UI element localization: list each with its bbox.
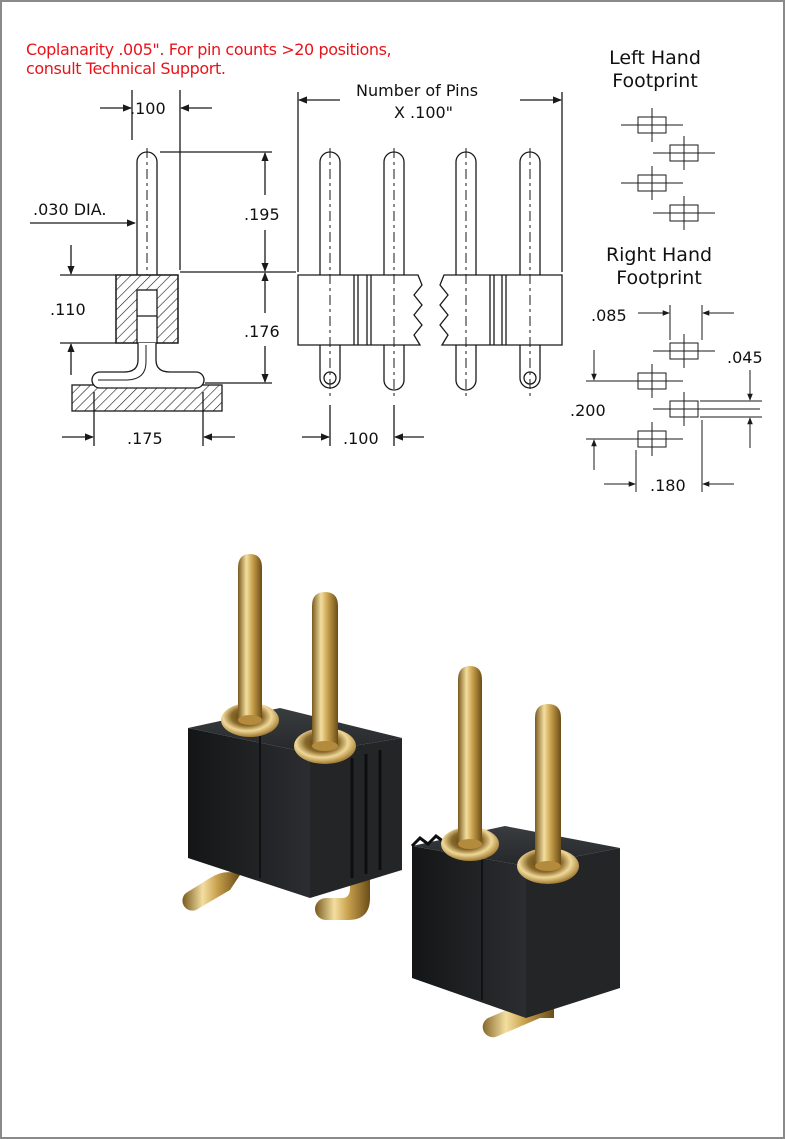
technical-drawing: .100 .030 DIA. .195 .176 .110 .175 Nu xyxy=(30,81,763,495)
coplanarity-note: Coplanarity .005". For pin counts >20 po… xyxy=(26,40,506,78)
dim-front-pitch: .100 xyxy=(343,429,379,448)
pad-l2 xyxy=(653,136,715,170)
dim-200: .200 xyxy=(570,401,606,420)
connector-render xyxy=(182,554,620,1038)
dim-045: .045 xyxy=(727,348,763,367)
right-hand-title-line-2: Footprint xyxy=(616,267,702,289)
right-hand-footprint: .085 .045 .200 .180 xyxy=(570,305,763,495)
side-bent-foot xyxy=(91,343,205,389)
dim-side-pitch: .100 xyxy=(130,99,166,118)
left-hand-title-line-2: Footprint xyxy=(612,70,698,92)
pad-r1 xyxy=(653,334,715,368)
pad-l4 xyxy=(653,196,715,230)
side-view: .100 .030 DIA. .195 .176 .110 .175 xyxy=(30,90,296,448)
right-hand-footprint-title: Right Hand Footprint xyxy=(594,244,724,290)
right-hand-title-line-1: Right Hand xyxy=(605,244,713,266)
dim-180: .180 xyxy=(650,476,686,495)
front-pin-3 xyxy=(455,148,477,400)
front-pins-label-1: Number of Pins xyxy=(356,81,478,100)
left-hand-footprint xyxy=(621,108,715,230)
pad-l3 xyxy=(621,166,683,200)
front-body-left xyxy=(297,274,423,346)
left-hand-footprint-title: Left Hand Footprint xyxy=(590,47,720,93)
front-view: Number of Pins X .100" .100 xyxy=(297,81,563,448)
dim-post-length: .195 xyxy=(244,205,280,224)
pad-r3 xyxy=(653,392,760,426)
dim-foot-length: .175 xyxy=(127,429,163,448)
front-pins-label-2: X .100" xyxy=(394,103,453,122)
front-body-right xyxy=(439,274,563,346)
note-line-1: Coplanarity .005". For pin counts >20 po… xyxy=(26,40,392,59)
left-hand-title-line-1: Left Hand xyxy=(609,47,701,69)
dim-pin-dia: .030 DIA. xyxy=(33,200,107,219)
dim-085: .085 xyxy=(591,306,627,325)
right-connector-render xyxy=(410,666,620,1038)
dim-body-offset: .110 xyxy=(50,300,86,319)
front-pin-4 xyxy=(519,148,541,400)
front-pin-2 xyxy=(383,148,405,400)
front-pin-1 xyxy=(319,148,341,400)
dim-body-height: .176 xyxy=(244,322,280,341)
note-line-2: consult Technical Support. xyxy=(26,59,226,78)
pad-l1 xyxy=(621,108,683,142)
left-connector-render xyxy=(182,554,402,920)
